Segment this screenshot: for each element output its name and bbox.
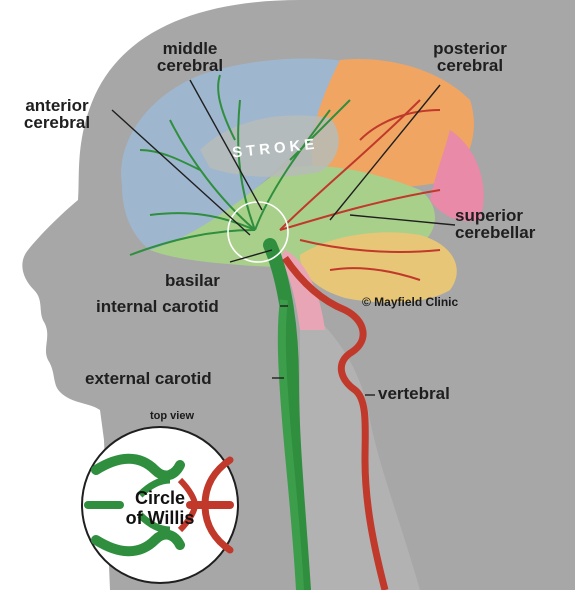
label-posterior-cerebral: posterior cerebral — [410, 40, 530, 74]
label-basilar: basilar — [165, 272, 220, 289]
label-posterior-cerebral-line1: posterior — [410, 40, 530, 57]
label-superior-cerebellar-line2: cerebellar — [455, 224, 535, 241]
label-superior-cerebellar: superior cerebellar — [455, 207, 535, 241]
credit-text: © Mayfield Clinic — [362, 295, 458, 309]
inset-caption: top view — [150, 410, 194, 422]
label-anterior-cerebral-line2: cerebral — [2, 114, 112, 131]
label-middle-cerebral: middle cerebral — [135, 40, 245, 74]
label-external-carotid: external carotid — [85, 370, 212, 387]
label-superior-cerebellar-line1: superior — [455, 207, 535, 224]
label-middle-cerebral-line2: cerebral — [135, 57, 245, 74]
inset-title-line1: Circle — [120, 488, 200, 508]
label-anterior-cerebral: anterior cerebral — [2, 97, 112, 131]
inset-title-line2: of Willis — [120, 508, 200, 528]
label-posterior-cerebral-line2: cerebral — [410, 57, 530, 74]
inset-title: Circle of Willis — [120, 488, 200, 528]
label-anterior-cerebral-line1: anterior — [2, 97, 112, 114]
label-middle-cerebral-line1: middle — [135, 40, 245, 57]
label-vertebral: vertebral — [378, 385, 450, 402]
label-internal-carotid: internal carotid — [96, 298, 219, 315]
